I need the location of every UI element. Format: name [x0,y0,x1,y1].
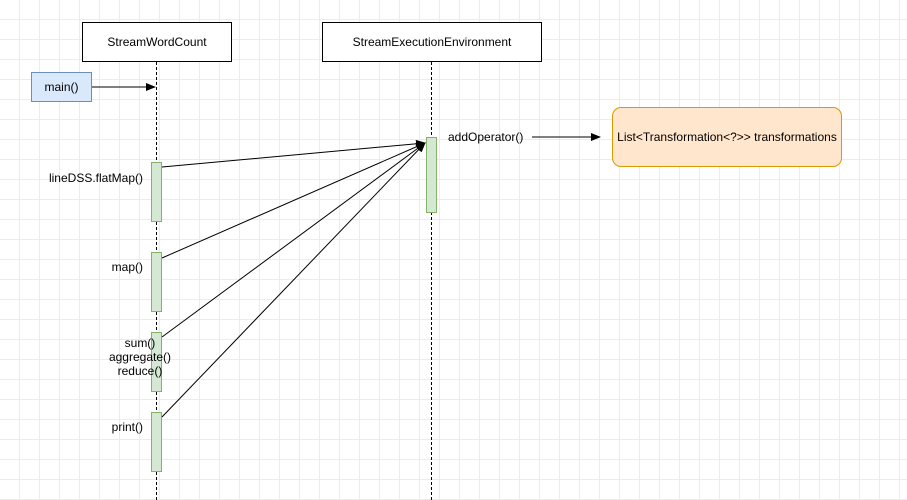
transformations-note[interactable]: List<Transformation<?>> transformations [612,107,842,167]
transformations-note-label: List<Transformation<?>> transformations [617,130,837,144]
lifeline-streamexecutionenvironment [431,62,432,500]
activation-sum-aggregate-reduce[interactable] [151,332,162,392]
participant-streamexecutionenvironment-label: StreamExecutionEnvironment [352,35,512,49]
arrow-flatmap-to-addoperator [161,139,426,168]
arrow-map-to-addoperator [161,142,426,259]
participant-streamwordcount-label: StreamWordCount [107,35,207,49]
message-label-flatmap: lineDSS.flatMap() [48,171,143,185]
participant-streamwordcount[interactable]: StreamWordCount [82,22,232,62]
main-call-label: main() [44,80,79,94]
message-label-map: map() [111,260,143,274]
message-label-aggregate: aggregate() [108,350,171,364]
main-call-box[interactable]: main() [31,72,92,102]
activation-print[interactable] [151,412,162,472]
message-label-print: print() [111,420,143,434]
activation-map[interactable] [151,252,162,312]
addoperator-label: addOperator() [448,130,524,144]
message-label-sum: sum() [124,336,156,350]
message-label-sum-group: sum() aggregate() reduce() [109,336,171,378]
arrow-print-to-addoperator [161,142,426,418]
arrow-sum-to-addoperator [161,142,426,338]
activation-flatmap[interactable] [151,162,162,222]
message-label-reduce: reduce() [117,364,163,378]
participant-streamexecutionenvironment[interactable]: StreamExecutionEnvironment [322,22,542,62]
activation-addoperator[interactable] [426,137,437,213]
